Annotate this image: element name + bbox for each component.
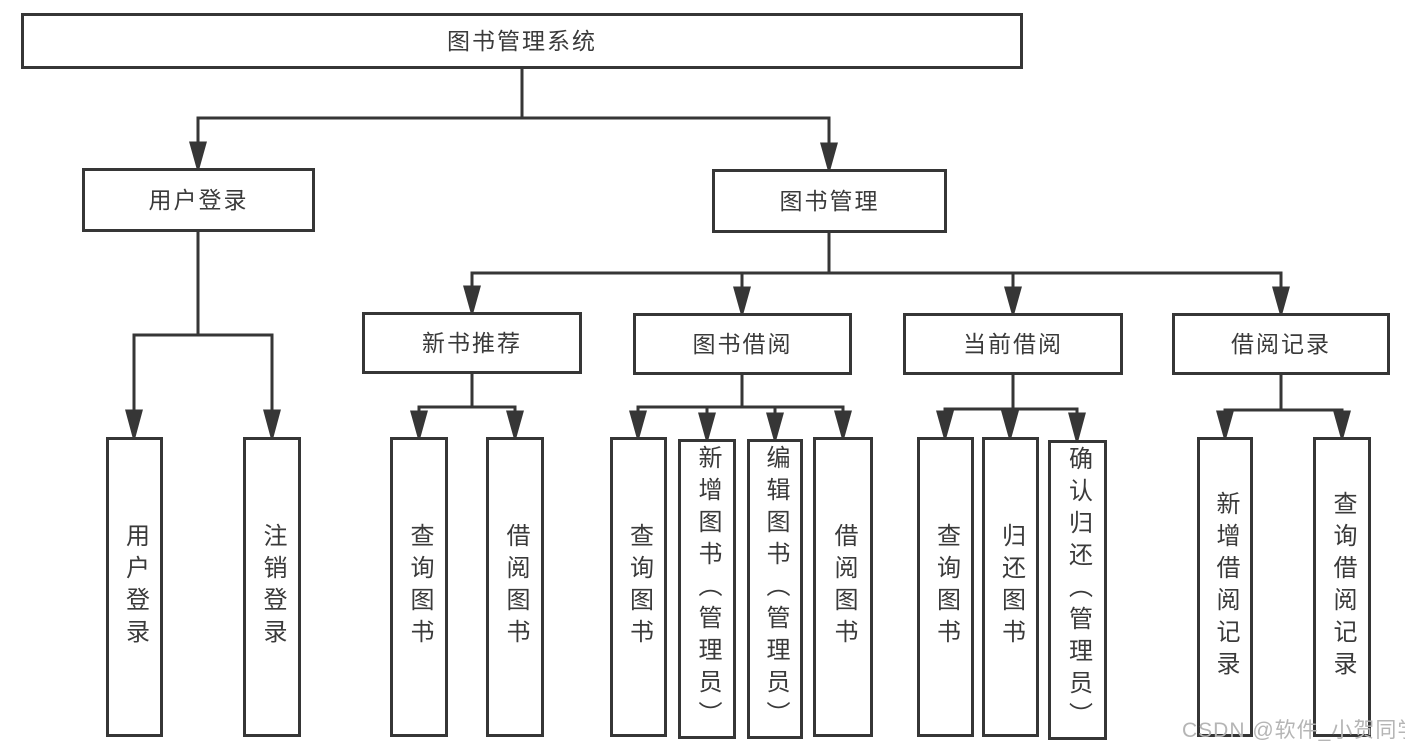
node-return-books: 归还图书	[982, 437, 1039, 737]
node-recommend-borrow-books: 借阅图书	[486, 437, 544, 737]
node-book-borrowing: 图书借阅	[633, 313, 852, 375]
node-current-borrowing: 当前借阅	[903, 313, 1123, 375]
node-borrowing-query-books: 查询图书	[610, 437, 667, 737]
node-borrowing-records: 借阅记录	[1172, 313, 1390, 375]
node-borrow-books: 借阅图书	[813, 437, 873, 737]
node-user-login: 用户登录	[106, 437, 163, 737]
node-add-books-admin: 新增图书（管理员）	[678, 439, 736, 739]
node-book-management: 图书管理	[712, 169, 947, 233]
node-logout: 注销登录	[243, 437, 301, 737]
node-current-query-books: 查询图书	[917, 437, 974, 737]
csdn-watermark: CSDN @软件_小贺同学	[1182, 719, 1405, 742]
node-new-book-recommend: 新书推荐	[362, 312, 582, 374]
node-library-management-system: 图书管理系统	[21, 13, 1023, 69]
node-edit-books-admin: 编辑图书（管理员）	[747, 439, 803, 739]
node-query-borrow-record: 查询借阅记录	[1313, 437, 1371, 737]
node-confirm-return-admin: 确认归还（管理员）	[1048, 440, 1107, 740]
node-add-borrow-record: 新增借阅记录	[1197, 437, 1253, 737]
node-user-login-group: 用户登录	[82, 168, 315, 232]
node-recommend-query-books: 查询图书	[390, 437, 448, 737]
